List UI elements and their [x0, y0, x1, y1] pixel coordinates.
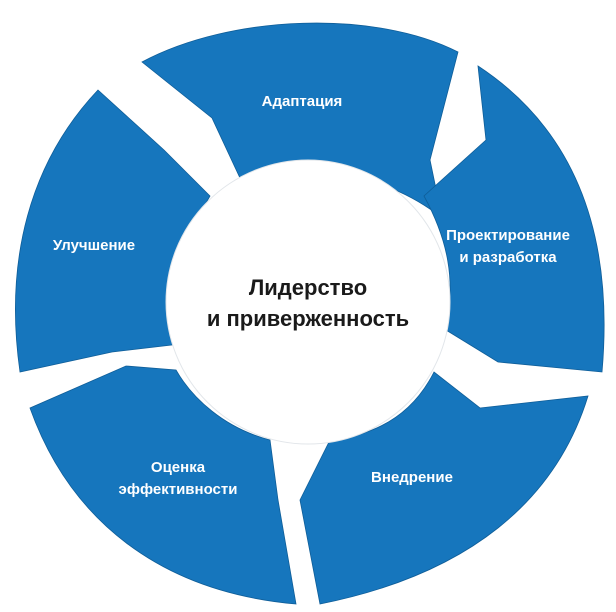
segment-evaluation: [29, 365, 297, 605]
segment-design: [423, 65, 605, 373]
center-label-line2: и приверженность: [207, 306, 409, 331]
segment-label-adaptation: Адаптация: [262, 93, 343, 110]
segment-label-implementation: Внедрение: [371, 469, 453, 486]
center-circle: [165, 159, 451, 445]
segment-label-design-line2: и разработка: [459, 249, 557, 266]
segment-implementation: [299, 371, 589, 605]
segment-label-evaluation-line2: эффективности: [119, 481, 238, 498]
segment-label-design-line1: Проектирование: [446, 227, 570, 244]
segment-label-improvement: Улучшение: [53, 237, 135, 254]
center-label-line1: Лидерство: [249, 275, 367, 300]
segment-label-evaluation-line1: Оценка: [151, 459, 206, 476]
